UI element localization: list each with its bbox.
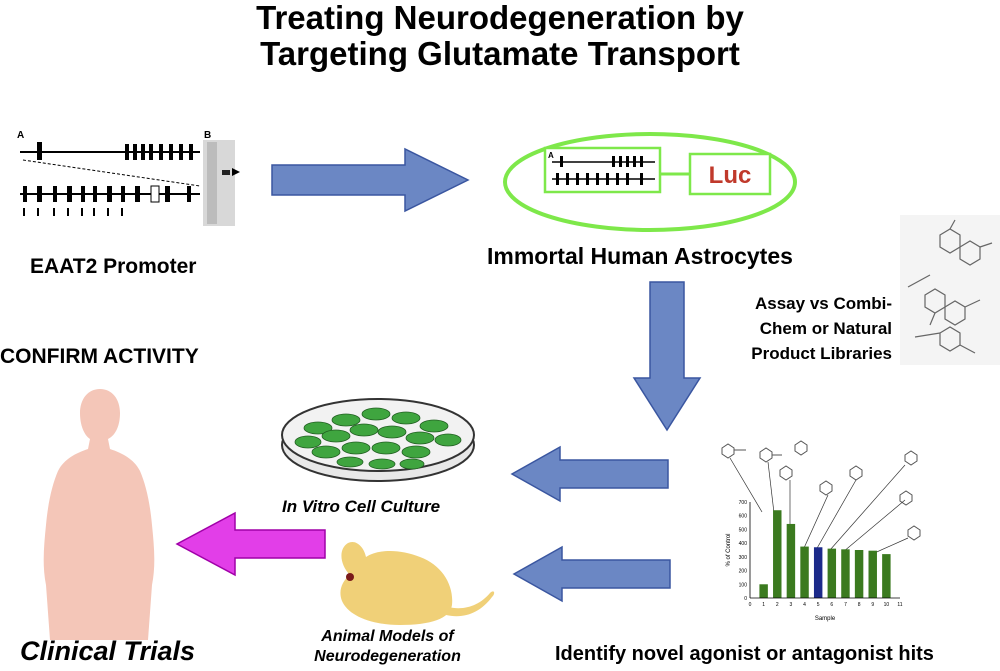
panel-b-label: B (204, 130, 211, 141)
assay-label: Assay vs Combi- Chem or Natural Product … (700, 291, 892, 366)
assay-line-3: Product Libraries (751, 344, 892, 363)
chart-xtick-label: 6 (830, 602, 833, 608)
human-silhouette-icon (43, 389, 155, 640)
astrocyte-construct-figure: A Luc (503, 132, 797, 232)
chart-ytick-label: 200 (739, 569, 748, 575)
chemical-library-structures (900, 215, 1000, 365)
chart-xtick-label: 0 (749, 602, 752, 608)
chart-bar (841, 549, 850, 598)
chart-ytick-label: 0 (744, 596, 747, 602)
arrow-left-blue-lower (512, 545, 671, 603)
title-line-1: Treating Neurodegeneration by (256, 0, 744, 36)
arrow-right-blue (271, 147, 470, 213)
animal-models-label: Animal Models of Neurodegeneration (300, 627, 475, 667)
chart-bar (800, 546, 809, 598)
chart-xtick-label: 4 (803, 602, 806, 608)
arrow-left-magenta (175, 511, 326, 577)
assay-line-1: Assay vs Combi- (755, 294, 892, 313)
chart-ytick-label: 600 (739, 514, 748, 520)
chart-ytick-label: 400 (739, 541, 748, 547)
chart-xtick-label: 1 (762, 602, 765, 608)
identify-hits-label: Identify novel agonist or antagonist hit… (555, 643, 934, 665)
chart-xtick-label: 2 (776, 602, 779, 608)
chart-bar (813, 547, 823, 598)
page-title: Treating Neurodegeneration by Targeting … (0, 0, 1000, 72)
eaat2-promoter-label: EAAT2 Promoter (30, 255, 197, 278)
confirm-activity-label: CONFIRM ACTIVITY (0, 345, 199, 368)
chart-xtick-label: 10 (884, 602, 890, 608)
chart-bar (827, 548, 837, 598)
in-vitro-label: In Vitro Cell Culture (282, 497, 441, 516)
immortal-astrocytes-label: Immortal Human Astrocytes (487, 243, 793, 269)
chart-ytick-label: 300 (739, 555, 748, 561)
chart-xlabel: Sample (815, 616, 836, 622)
luc-reporter-label: Luc (709, 162, 752, 189)
animal-line-1: Animal Models of (321, 628, 454, 645)
title-line-2: Targeting Glutamate Transport (260, 35, 740, 72)
chart-ytick-label: 500 (739, 527, 748, 533)
inset-a-label: A (548, 151, 554, 160)
chart-bar (773, 510, 782, 598)
chart-bar (786, 523, 796, 598)
chart-bar (854, 550, 864, 598)
arrow-left-blue-upper (510, 445, 669, 503)
chart-bar (868, 550, 877, 598)
chart-bar (759, 584, 768, 598)
clinical-trials-label: Clinical Trials (20, 636, 196, 666)
hits-bar-chart: 0 100 200 300 400 500 600 700 0 1 2 3 4 5 6 7 8 9 10 11 % o… (721, 440, 921, 622)
chart-xtick-label: 7 (844, 602, 847, 608)
animal-line-2: Neurodegeneration (314, 648, 461, 665)
petri-dish-icon (281, 398, 475, 482)
eaat2-promoter-figure: A B (17, 130, 240, 226)
chart-xtick-label: 11 (897, 602, 902, 608)
chart-xtick-label: 3 (790, 602, 793, 608)
chart-ylabel: % of Control (726, 533, 732, 566)
chart-ytick-label: 100 (739, 582, 748, 588)
panel-a-label: A (17, 130, 24, 141)
chart-ytick-label: 700 (739, 500, 748, 506)
chart-xtick-label: 8 (858, 602, 861, 608)
mouse-icon (340, 541, 495, 625)
assay-line-2: Chem or Natural (759, 319, 892, 338)
chart-xtick-label: 9 (871, 602, 874, 608)
chart-xtick-label: 5 (817, 602, 820, 608)
arrow-down-blue (632, 281, 702, 432)
chart-bar (882, 554, 891, 598)
